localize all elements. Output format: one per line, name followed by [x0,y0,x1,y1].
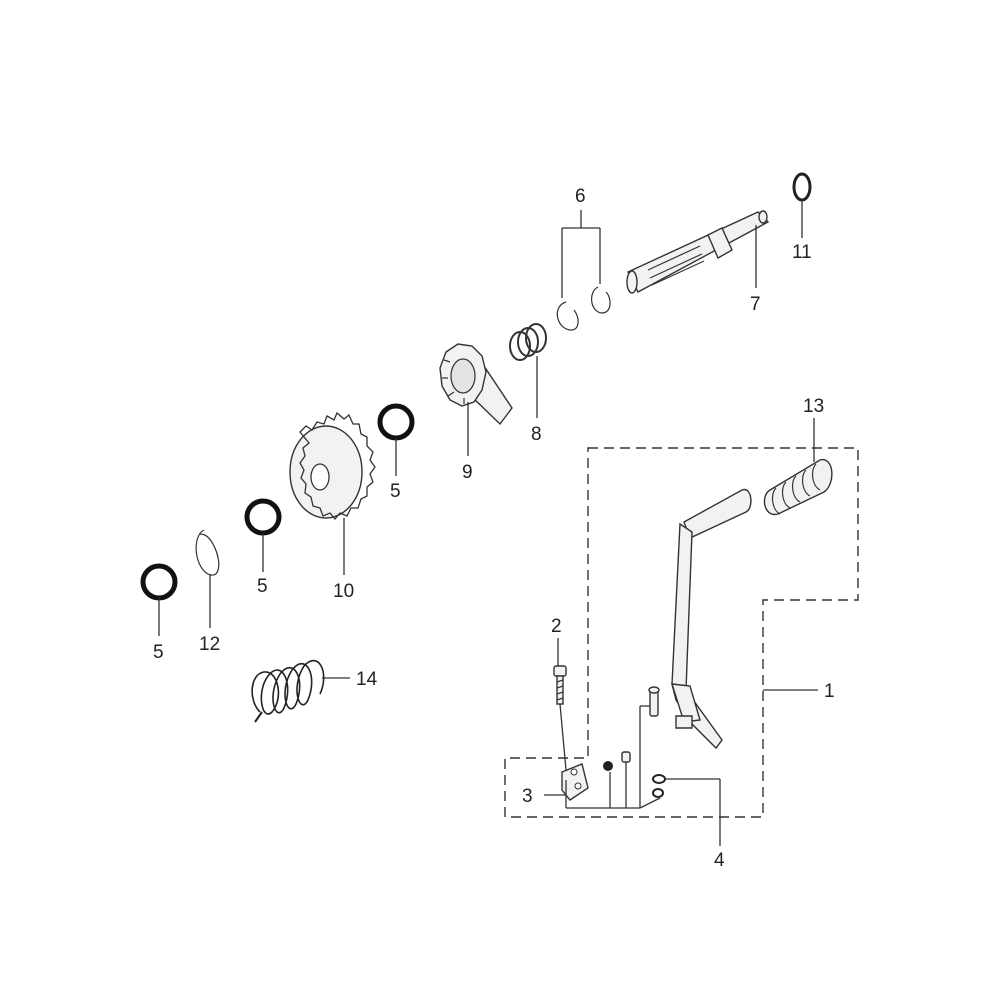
o-ring-4-top [652,774,666,784]
ball [603,761,613,771]
circlip-12 [195,529,220,576]
callout-13: 13 [803,396,824,417]
callout-7: 7 [750,294,761,315]
callout-9: 9 [462,462,473,483]
rubber-grip-13 [763,459,833,516]
leader-lines [158,200,818,846]
callout-12: 12 [199,634,220,655]
washer-5-top [377,403,415,441]
spring-washer-8 [509,323,547,361]
circlip-6-right [591,286,611,314]
callout-labels: 1 2 3 4 5 5 5 6 7 8 9 10 11 12 13 14 [153,186,835,871]
callout-1: 1 [824,681,835,702]
callout-5-bottom: 5 [153,642,164,663]
shaft-7 [626,210,770,294]
callout-2: 2 [551,616,562,637]
callout-6: 6 [575,186,586,207]
ring-11 [792,172,812,202]
callout-4: 4 [714,850,725,871]
kick-lever-1 [671,488,752,750]
callout-10: 10 [333,581,354,602]
callout-5-top: 5 [390,481,401,502]
o-ring-4-bottom [652,788,664,798]
callout-8: 8 [531,424,542,445]
gear-10 [289,411,376,521]
callout-5-middle: 5 [257,576,268,597]
callout-11: 11 [792,242,812,263]
circlip-6-left [556,301,579,331]
callout-14: 14 [356,669,378,690]
spring-14 [251,659,325,723]
ratchet-9 [439,343,513,426]
small-spring [621,751,631,763]
washer-5-middle [244,498,282,536]
bolt-2 [553,665,567,705]
pin [648,686,660,717]
clamp-3 [561,763,589,801]
callout-3: 3 [522,786,533,807]
washer-5-bottom [140,563,178,601]
assembly-outline [504,447,859,818]
